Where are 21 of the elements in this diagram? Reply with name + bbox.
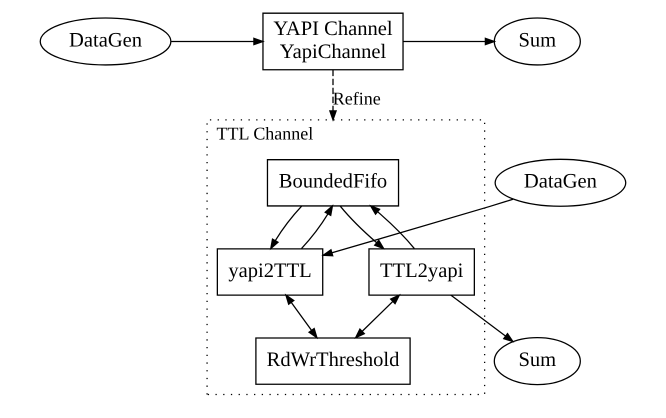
arrow xyxy=(328,70,338,122)
arrow xyxy=(340,206,386,250)
node-ellipse: DataGen xyxy=(40,17,172,66)
node-ellipse: Sum xyxy=(494,17,581,66)
arrow xyxy=(321,198,514,256)
node-box: RdWrThreshold xyxy=(255,337,411,385)
arrow xyxy=(450,294,514,343)
arrow xyxy=(284,294,318,340)
node-box: BoundedFifo xyxy=(266,159,400,207)
node-box: TTL2yapi xyxy=(368,248,475,296)
node-box: yapi2TTL xyxy=(216,248,324,296)
arrow xyxy=(369,204,415,249)
arrow xyxy=(403,37,496,46)
arrow xyxy=(301,204,334,249)
arrow xyxy=(270,206,302,250)
arrow xyxy=(171,37,265,46)
node-box: YAPI Channel YapiChannel xyxy=(262,12,404,70)
node-ellipse: DataGen xyxy=(494,158,626,207)
edge-label: Refine xyxy=(332,88,381,109)
node-ellipse: Sum xyxy=(494,337,581,386)
arrow xyxy=(354,294,401,340)
